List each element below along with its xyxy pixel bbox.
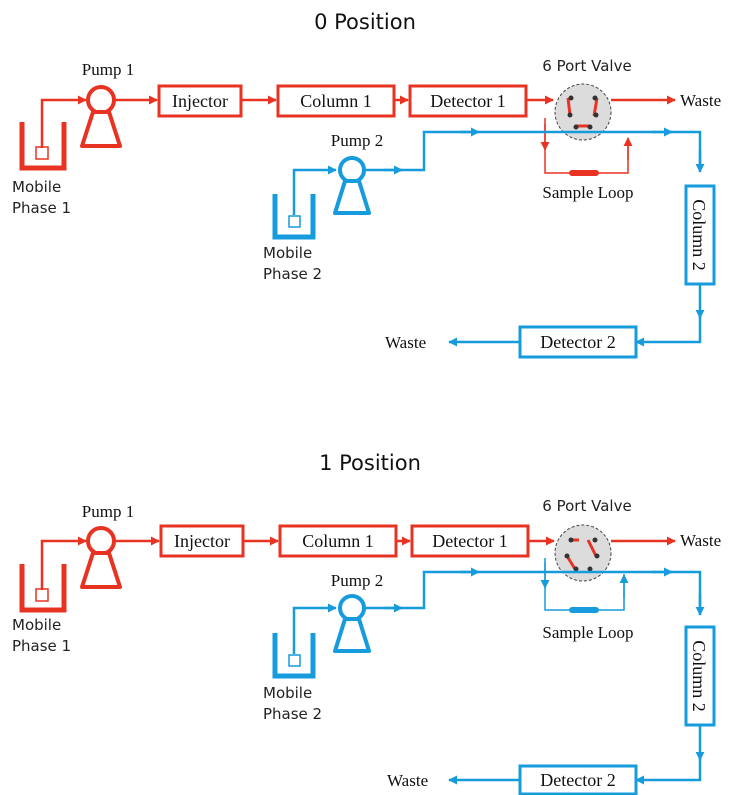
injector-box bbox=[157, 84, 243, 118]
mobile-phase-1-line bbox=[40, 536, 87, 590]
mobile-phase-2-label: Mobile bbox=[263, 244, 312, 262]
mobile-phase-2-label-line2: Phase 2 bbox=[263, 265, 322, 283]
line-column2-detector2 bbox=[635, 316, 702, 347]
mobile-phase-1-line bbox=[40, 95, 87, 148]
detector-2-box bbox=[518, 325, 638, 359]
mobile-phase-1-label-line2: Phase 1 bbox=[12, 637, 71, 655]
sample-loop-label: Sample Loop bbox=[542, 623, 633, 642]
pump-1-icon bbox=[80, 85, 122, 148]
sample-loop-label: Sample Loop bbox=[542, 183, 633, 202]
diagram-title: 1 Position bbox=[319, 451, 421, 475]
pump-1-icon bbox=[80, 526, 122, 589]
detector-1-label: Detector 1 bbox=[430, 91, 505, 111]
mobile-phase-1-label: Mobile bbox=[12, 178, 61, 196]
injector-label: Injector bbox=[172, 91, 228, 111]
waste-left-label: Waste bbox=[385, 333, 426, 352]
sample-loop bbox=[540, 118, 633, 176]
mobile-phase-1-label: Mobile bbox=[12, 616, 61, 634]
pump-2-icon bbox=[333, 156, 371, 215]
six-port-valve-icon bbox=[554, 83, 612, 141]
column-2-box bbox=[684, 625, 716, 727]
detector-2-label: Detector 2 bbox=[540, 332, 615, 352]
line-column2-detector2 bbox=[635, 758, 702, 785]
column-1-box bbox=[278, 524, 398, 558]
mobile-phase-1-reservoir bbox=[19, 564, 67, 613]
mobile-phase-1-label-line2: Phase 1 bbox=[12, 199, 71, 217]
diagram-title: 0 Position bbox=[314, 10, 416, 34]
column-2-label: Column 2 bbox=[689, 199, 709, 271]
waste-left-label: Waste bbox=[387, 771, 428, 790]
valve-label: 6 Port Valve bbox=[542, 57, 631, 75]
mobile-phase-2-label-line2: Phase 2 bbox=[263, 705, 322, 723]
column-1-label: Column 1 bbox=[300, 91, 372, 111]
pump-2-label: Pump 2 bbox=[331, 571, 383, 590]
column-2-box bbox=[684, 184, 716, 286]
mobile-phase-2-line bbox=[292, 165, 337, 215]
mobile-phase-2-reservoir bbox=[272, 194, 316, 240]
waste-right-label: Waste bbox=[680, 531, 721, 550]
waste-right-label: Waste bbox=[680, 91, 721, 110]
detector-1-label: Detector 1 bbox=[432, 531, 507, 551]
diagram-1-position: 1 Position Mobile Phase 1 Pump 1 Injecto… bbox=[12, 451, 721, 795]
pump-1-label: Pump 1 bbox=[82, 60, 134, 79]
pump-2-icon bbox=[333, 594, 371, 653]
injector-label: Injector bbox=[174, 531, 230, 551]
diagram-0-position: 0 Position Mobile Phase 1 Pump 1 Injecto… bbox=[12, 10, 721, 359]
valve-label: 6 Port Valve bbox=[542, 497, 631, 515]
column-1-label: Column 1 bbox=[302, 531, 374, 551]
column-2-label: Column 2 bbox=[689, 640, 709, 712]
mobile-phase-1-reservoir bbox=[19, 122, 67, 171]
mobile-phase-2-label: Mobile bbox=[263, 684, 312, 702]
detector-2-label: Detector 2 bbox=[540, 770, 615, 790]
line-pump2-column2 bbox=[364, 130, 702, 172]
mobile-phase-2-line bbox=[292, 603, 337, 654]
sample-loop bbox=[540, 558, 629, 613]
pump-2-label: Pump 2 bbox=[331, 131, 383, 150]
pump-1-label: Pump 1 bbox=[82, 502, 134, 521]
mobile-phase-2-reservoir bbox=[272, 633, 316, 679]
line-pump2-column2 bbox=[364, 570, 702, 615]
six-port-valve-icon bbox=[554, 524, 612, 582]
